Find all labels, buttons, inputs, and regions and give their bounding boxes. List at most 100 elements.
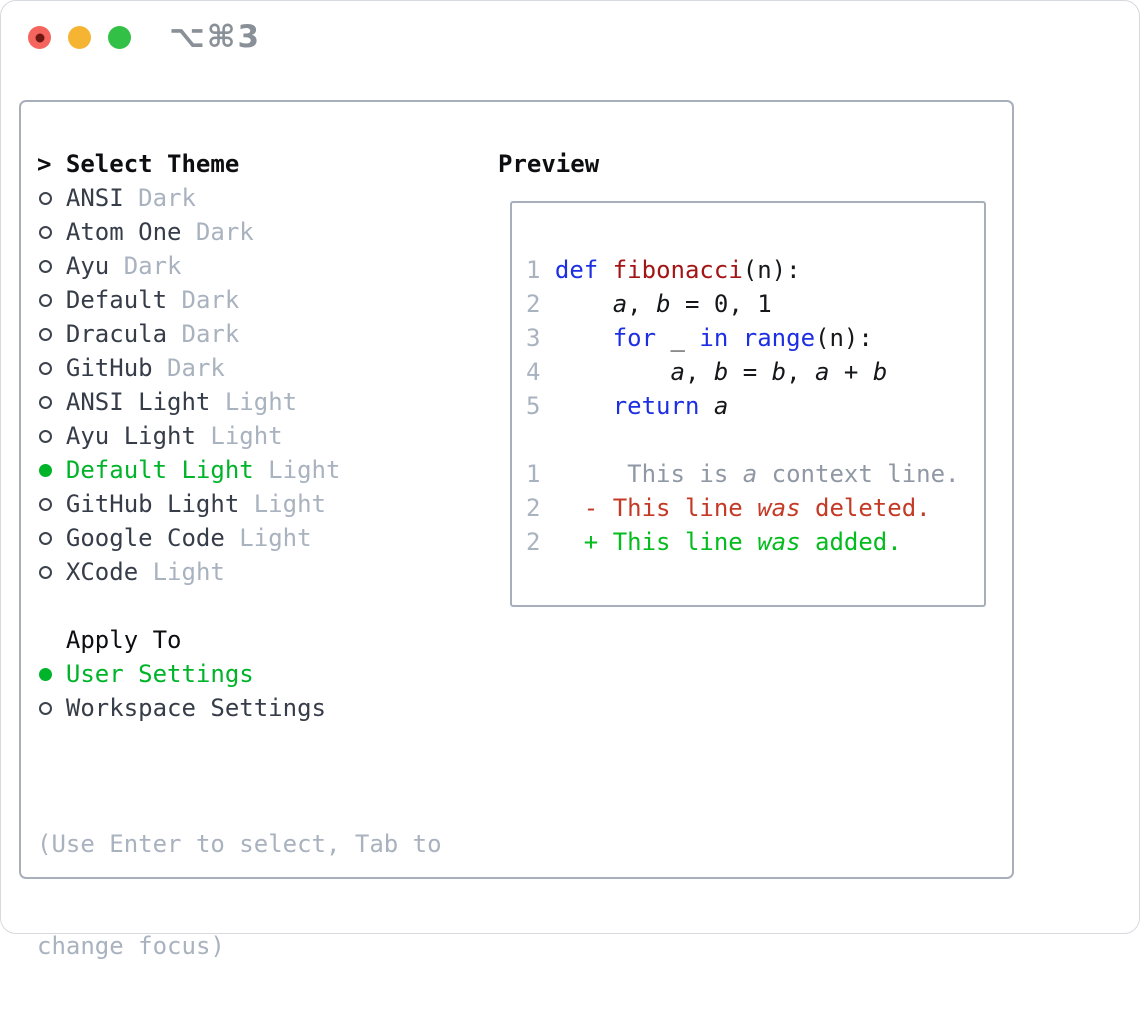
traffic-lights [28, 26, 131, 49]
blank-line [526, 423, 984, 457]
theme-option[interactable]: ANSI Dark [37, 181, 498, 215]
spacer [37, 589, 498, 623]
option-label: GitHub Light [65, 490, 240, 518]
theme-option[interactable]: GitHub Light Light [37, 487, 498, 521]
hint-line-1: (Use Enter to select, Tab to [37, 830, 442, 858]
token-num: 4 [526, 358, 555, 386]
theme-option[interactable]: Ayu Dark [37, 249, 498, 283]
hint-text: (Use Enter to select, Tab to change focu… [37, 759, 498, 1031]
select-theme-header: > Select Theme [37, 147, 498, 181]
token-num: 3 [526, 324, 555, 352]
window-titlebar: ⌥⌘3 [1, 1, 1139, 75]
option-label: Atom One [65, 218, 182, 246]
token-num: 1 [526, 256, 555, 284]
apply-to-option[interactable]: User Settings [37, 657, 498, 691]
option-label: Dracula [65, 320, 168, 348]
token-num: 2 [526, 290, 555, 318]
token-pl: , [786, 358, 816, 386]
theme-option[interactable]: ANSI Light Light [37, 385, 498, 419]
token-var: a [612, 290, 628, 318]
token-pl: = [728, 358, 772, 386]
token-kw: for [612, 324, 657, 352]
radio-icon[interactable] [39, 327, 52, 341]
token-pl: , [684, 358, 714, 386]
token-var: a [815, 358, 830, 386]
radio-icon[interactable] [39, 497, 52, 511]
option-label: User Settings [65, 660, 254, 688]
option-variant-label: Light [210, 388, 298, 416]
theme-option[interactable]: Ayu Light Light [37, 419, 498, 453]
radio-icon[interactable] [39, 565, 52, 579]
code-line: 2 + This line was added. [526, 525, 984, 559]
minimize-button-icon[interactable] [68, 26, 91, 49]
radio-icon[interactable] [39, 225, 52, 239]
option-label: XCode [65, 558, 139, 586]
zoom-button-icon[interactable] [108, 26, 131, 49]
token-num: 1 [526, 460, 541, 488]
theme-option[interactable]: Google Code Light [37, 521, 498, 555]
token-del: deleted. [800, 494, 931, 522]
select-theme-title: Select Theme [65, 150, 240, 178]
token-kw: return [612, 392, 700, 420]
token-pl [699, 392, 713, 420]
option-label: Default [65, 286, 168, 314]
token-ctx: This is [540, 460, 743, 488]
option-label: Ayu Light [65, 422, 196, 450]
token-pl: = 0, 1 [670, 290, 772, 318]
theme-option[interactable]: Atom One Dark [37, 215, 498, 249]
focus-marker: > [37, 150, 52, 178]
code-line: 2 - This line was deleted. [526, 491, 984, 525]
radio-selected-icon[interactable] [39, 463, 52, 477]
option-label: Default Light [65, 456, 254, 484]
option-variant-label: Dark [152, 354, 225, 382]
theme-option[interactable]: Default Dark [37, 283, 498, 317]
token-ctx: context line. [757, 460, 960, 488]
option-variant-label: Dark [123, 184, 196, 212]
apply-to-title: Apply To [65, 626, 182, 654]
token-pl [555, 358, 671, 386]
option-label: ANSI [65, 184, 124, 212]
radio-icon[interactable] [39, 361, 52, 375]
theme-option[interactable]: XCode Light [37, 555, 498, 589]
option-variant-label: Light [239, 490, 326, 518]
token-pl [555, 392, 613, 420]
tab-shortcut-label: ⌥⌘3 [169, 19, 262, 55]
radio-icon[interactable] [39, 191, 52, 205]
close-button-icon[interactable] [28, 26, 51, 49]
radio-selected-icon[interactable] [39, 667, 52, 681]
radio-icon[interactable] [39, 259, 52, 273]
close-dot-icon [35, 33, 44, 42]
token-pl [555, 290, 613, 318]
code-line: 2 a, b = 0, 1 [526, 287, 984, 321]
radio-icon[interactable] [39, 429, 52, 443]
theme-option[interactable]: Default Light Light [37, 453, 498, 487]
radio-icon[interactable] [39, 395, 52, 409]
token-pl [728, 324, 742, 352]
token-del-var: was [757, 494, 801, 522]
option-label: Workspace Settings [65, 694, 326, 722]
token-del: - This line [540, 494, 758, 522]
token-ctx-var: a [742, 460, 758, 488]
token-num: 5 [526, 392, 555, 420]
radio-icon[interactable] [39, 701, 52, 715]
option-label: Ayu [65, 252, 110, 280]
option-variant-label: Light [195, 422, 283, 450]
token-pl: (n): [815, 324, 873, 352]
code-line: 1 def fibonacci(n): [526, 253, 984, 287]
token-var: b [656, 290, 671, 318]
theme-option[interactable]: GitHub Dark [37, 351, 498, 385]
theme-option[interactable]: Dracula Dark [37, 317, 498, 351]
radio-icon[interactable] [39, 531, 52, 545]
apply-to-option[interactable]: Workspace Settings [37, 691, 498, 725]
token-var: a [713, 392, 729, 420]
token-kw: range [742, 324, 816, 352]
radio-icon[interactable] [39, 293, 52, 307]
token-var: b [713, 358, 729, 386]
token-pl: + [829, 358, 873, 386]
token-var: b [771, 358, 787, 386]
option-variant-label: Light [224, 524, 312, 552]
token-pl [555, 324, 613, 352]
